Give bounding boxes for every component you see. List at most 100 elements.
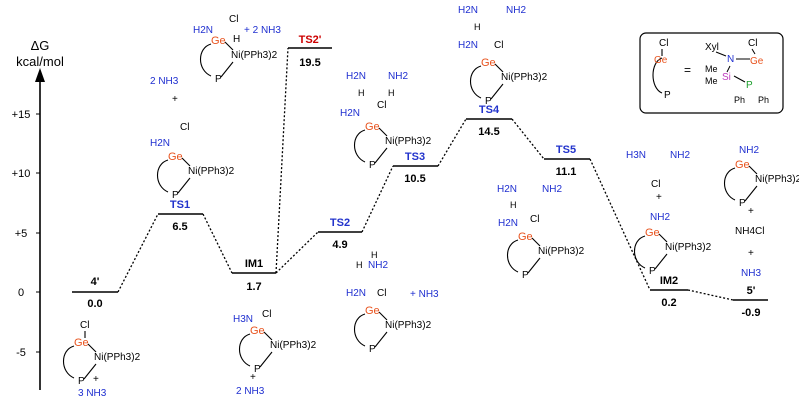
bond [177,177,191,194]
amine: NH2 [506,5,526,16]
bond [654,253,668,270]
label-ts2prime: TS2' [299,34,322,46]
amine: NH2 [368,260,388,271]
legend-ge2: Ge [750,56,764,67]
tick-label: +15 [12,109,31,121]
tick-label: +10 [12,168,31,180]
bond [531,237,541,247]
legend-equals: = [684,63,691,77]
ligand-legend-box: Cl Ge P = Xyl N Cl Ge Me Me Si P Ph Ph [639,32,784,114]
plus-sign: + [250,372,256,383]
h-atom: H [510,200,517,210]
value-ts3: 10.5 [404,173,425,185]
bond [715,51,727,57]
label-im1: IM1 [245,258,263,270]
cl-atom: Cl [80,320,89,331]
ni-complex: Ni(PPh3)2 [270,340,317,351]
label-ts5: TS5 [556,144,576,156]
value-4prime: 0.0 [87,298,102,310]
label-4prime: 4' [91,276,100,288]
value-ts2prime: 19.5 [299,57,320,69]
h-atom: H [474,22,481,32]
h-atom: H [356,260,363,270]
nh3-label: 2 NH3 [236,386,265,397]
bond [259,351,273,368]
cl-atom: Cl [229,14,238,25]
plus-sign: + [172,94,178,105]
h-atom: H [358,88,365,98]
nh3-label: 3 NH3 [78,388,107,399]
bond [723,167,736,201]
connector [511,118,545,160]
y-axis-arrowhead [35,68,45,82]
bond [527,257,541,274]
cl-atom: Cl [377,100,386,111]
value-ts5: 11.1 [556,166,577,178]
bond [374,331,388,348]
chloride: Cl [651,179,660,190]
bond [494,63,504,73]
plus-sign: + [748,206,754,217]
bond [378,127,388,137]
ge-atom: Ge [74,337,89,349]
bond [87,343,97,353]
legend-p2: P [746,80,753,91]
plus-sign: + [748,248,754,259]
p-atom: P [369,344,376,355]
ammonia-ligand: H3N [233,314,253,325]
legend-frame [639,32,784,114]
legend-ph2: Ph [758,95,769,105]
connector [687,289,734,301]
value-5prime: -0.9 [742,307,761,319]
ni-complex: Ni(PPh3)2 [501,72,548,83]
cl-atom: Cl [530,214,539,225]
ni-complex: Ni(PPh3)2 [188,166,235,177]
legend-chelate-arc [652,49,663,94]
bond [506,239,519,273]
legend-xyl: Xyl [705,42,719,53]
label-ts3: TS3 [405,151,425,163]
h-atom: H [233,34,240,45]
value-ts2: 4.9 [332,239,347,251]
tick-label: -5 [16,347,26,359]
bond [238,333,251,367]
ge-atom: Ge [481,57,496,69]
cl-atom: Cl [377,288,386,299]
legend-ph1: Ph [734,95,745,105]
connector [202,213,233,274]
value-ts1: 6.5 [172,221,187,233]
cl-atom: Cl [262,309,271,320]
plus-sign: + [93,374,99,385]
p-atom: P [649,266,656,277]
amine: NH2 [739,145,759,156]
y-ticks: +15 +10 +5 0 -5 [12,109,40,359]
ni-complex: Ni(PPh3)2 [755,174,799,185]
h-atom: H [371,250,378,260]
bond [726,65,731,73]
bond [62,345,75,379]
amine: H2N [346,288,366,299]
tick-label: 0 [18,287,24,299]
amine: NH2 [650,212,670,223]
p-atom: P [369,160,376,171]
ni-complex: Ni(PPh3)2 [231,50,278,61]
ge-atom: Ge [645,227,660,239]
ge-atom: Ge [211,35,226,47]
connector [275,231,319,274]
p-atom: P [172,190,179,201]
legend-n: N [727,54,734,65]
axis-unit: kcal/mol [16,54,64,69]
amine: H2N [497,184,517,195]
label-ts1: TS1 [170,199,190,211]
ni-complex: Ni(PPh3)2 [94,352,141,363]
nh3-label: NH3 [741,268,761,279]
amine: NH2 [542,184,562,195]
ge-atom: Ge [250,325,265,337]
p-atom: P [78,376,85,387]
value-ts4: 14.5 [478,126,499,138]
bond [263,331,273,341]
label-ts2: TS2 [330,217,350,229]
